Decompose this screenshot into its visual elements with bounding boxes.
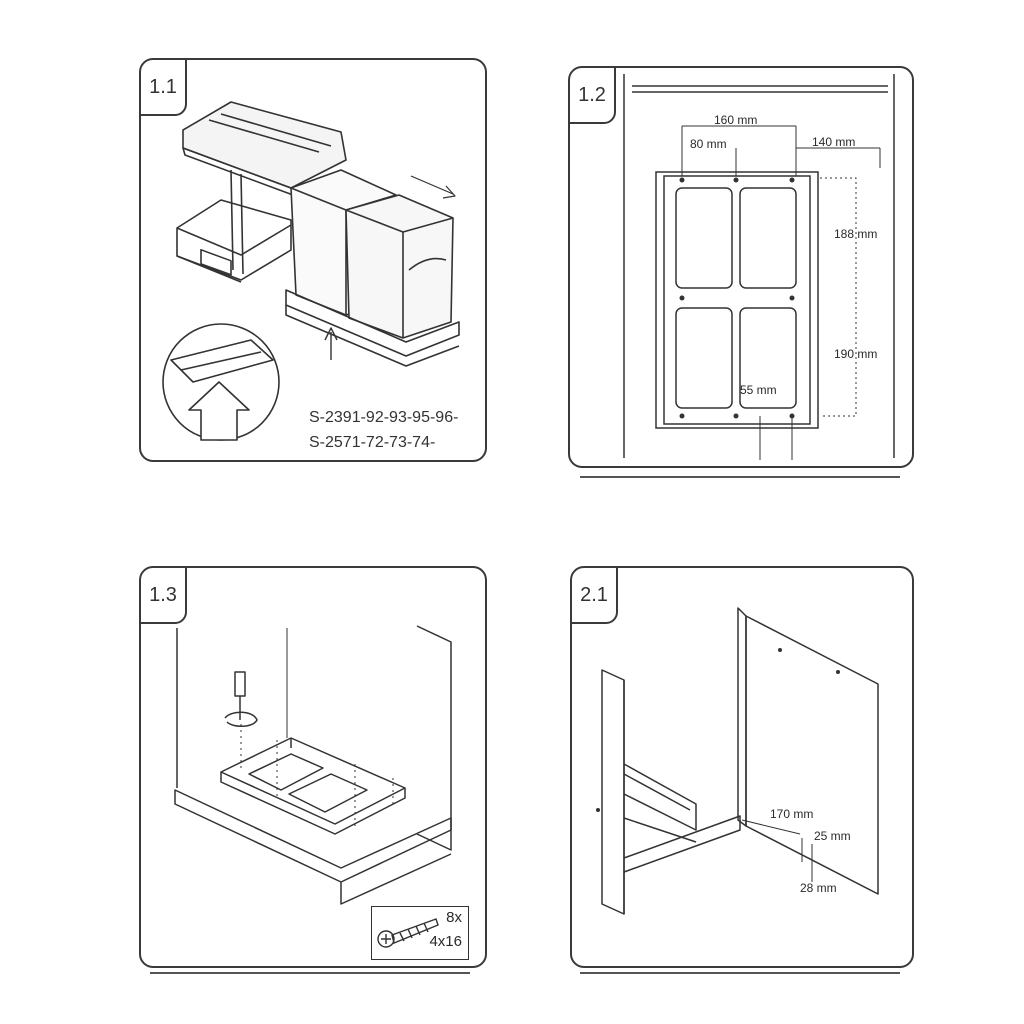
pullout-bin-illustration (162, 101, 460, 441)
dimension-label: 170 mm (770, 807, 813, 821)
door-mounting-illustration: 170 mm 25 mm 28 mm (596, 607, 879, 915)
step-label: 1.3 (141, 568, 187, 624)
step-panel-2-1: 170 mm 25 mm 28 mm 2.1 (570, 566, 914, 968)
panel-baseline (580, 476, 900, 478)
dimension-label: 140 mm (812, 135, 855, 149)
dimension-label: 25 mm (814, 829, 851, 843)
step-panel-1-1: 1.1 S-2391-92-93-95-96- S-2571-72-73-74- (139, 58, 487, 462)
dimension-label: 160 mm (714, 113, 757, 127)
dimension-label: 28 mm (800, 881, 837, 895)
step-panel-1-3: 1.3 8x 4x16 (139, 566, 487, 968)
model-codes: S-2391-92-93-95-96- S-2571-72-73-74- (309, 405, 458, 455)
step-label: 1.2 (570, 68, 616, 124)
panel-baseline (150, 972, 470, 974)
screw-size: 4x16 (429, 933, 462, 950)
model-code-line: S-2391-92-93-95-96- (309, 409, 459, 426)
cabinet-mounting-template: 160 mm 80 mm 140 mm 188 mm 190 mm 55 mm (623, 74, 895, 460)
panel-baseline (580, 972, 900, 974)
screw-quantity: 8x (446, 909, 462, 926)
step-label: 1.1 (141, 60, 187, 116)
dimension-label: 55 mm (740, 383, 777, 397)
dimension-label: 80 mm (690, 137, 727, 151)
dimension-label: 190 mm (834, 347, 877, 361)
step-panel-1-2: 160 mm 80 mm 140 mm 188 mm 190 mm 55 mm … (568, 66, 914, 468)
step-label: 2.1 (572, 568, 618, 624)
dimension-label: 188 mm (834, 227, 877, 241)
screw-icon (377, 918, 439, 948)
frame-screwing-illustration (174, 625, 452, 905)
model-code-line: S-2571-72-73-74- (309, 434, 436, 451)
screw-spec-box: 8x 4x16 (371, 906, 469, 960)
